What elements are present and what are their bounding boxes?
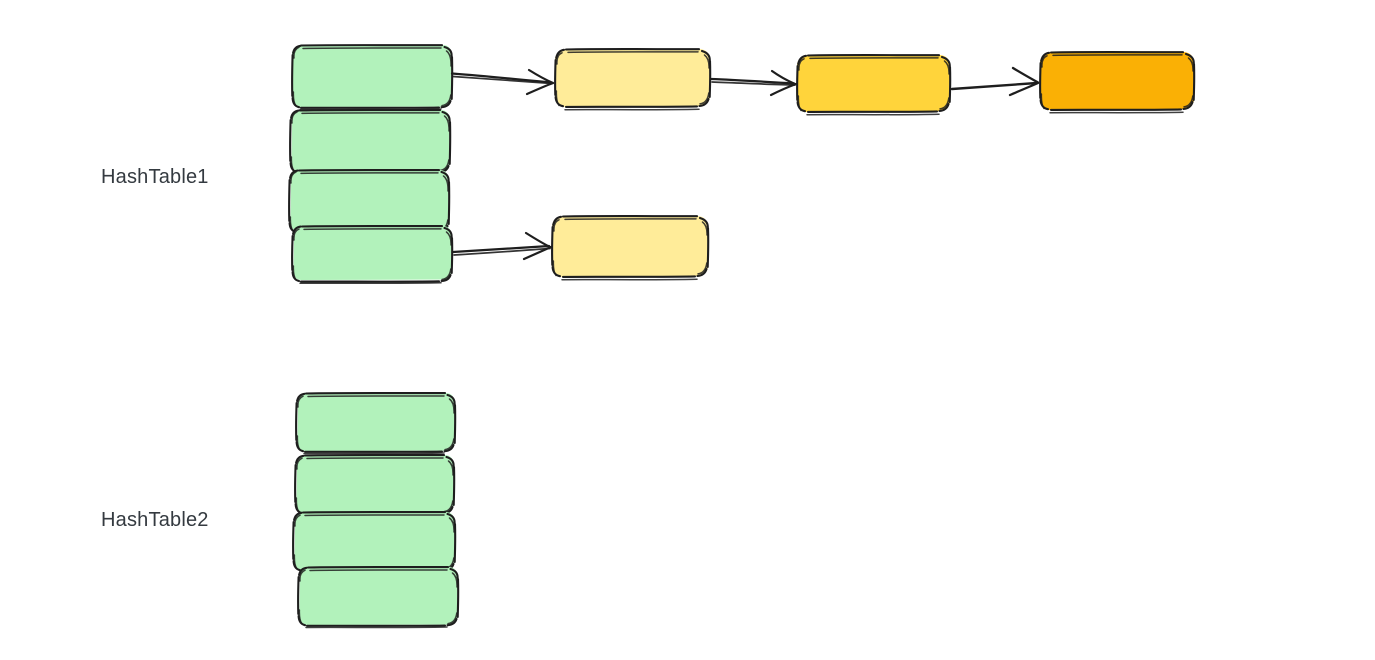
arrow-head-bottom: [522, 245, 553, 261]
bucket-ht2-2[interactable]: [292, 510, 457, 574]
node-outline-2: [555, 51, 710, 111]
bucket-fill: [296, 455, 454, 513]
node-outline-2: [1040, 54, 1194, 114]
arrow-head-bottom: [1008, 81, 1040, 97]
node-outline-2: [552, 218, 708, 281]
bucket-fill: [291, 110, 450, 171]
hashtable2-bucket-group: [292, 391, 460, 629]
bucket-ht2-1[interactable]: [294, 453, 456, 517]
bucket-ht1-2[interactable]: [288, 168, 451, 236]
arrow-shaft: [709, 77, 796, 85]
arrow-head-bottom: [769, 82, 798, 97]
arrow-shaft: [450, 72, 553, 84]
bucket-ht1-3[interactable]: [291, 224, 454, 285]
bucket-fill: [294, 512, 455, 570]
bucket-ht2-3[interactable]: [297, 565, 460, 629]
node-fill: [555, 49, 710, 107]
chain-node-1-light-yellow[interactable]: [554, 48, 712, 111]
arrow-shaft: [451, 244, 551, 254]
bucket-fill: [293, 226, 452, 280]
chain-node-2-yellow[interactable]: [796, 54, 952, 116]
bucket-ht1-0[interactable]: [291, 44, 454, 111]
hashtable2-label: HashTable2: [101, 509, 209, 531]
arrow-shaft-2: [711, 81, 796, 86]
node-fill: [552, 216, 708, 277]
bucket-fill: [292, 45, 452, 107]
arrow-shaft-2: [452, 75, 553, 85]
bucket-ht1-1[interactable]: [289, 108, 452, 176]
arrow-head-top: [1011, 66, 1040, 84]
arrow-bucket0-to-node1[interactable]: [450, 68, 555, 96]
arrow-shaft: [950, 81, 1039, 91]
bucket-fill: [290, 170, 449, 231]
hashtable1-bucket-group: [288, 44, 454, 285]
chain-node-3-orange[interactable]: [1039, 51, 1196, 114]
arrow-shaft-2: [453, 247, 551, 256]
chain-node-group: [551, 48, 1196, 281]
node-fill: [1040, 52, 1194, 110]
bucket-fill: [297, 393, 455, 451]
arrow-node1-to-node2[interactable]: [709, 69, 798, 97]
hashtable1-label: HashTable1: [101, 166, 209, 188]
arrow-head-top: [527, 68, 555, 85]
bucket-fill: [299, 567, 458, 625]
arrow-node2-to-node3[interactable]: [950, 66, 1040, 97]
arrow-bucket3-to-node4[interactable]: [451, 231, 553, 261]
arrow-head-top: [524, 231, 552, 249]
chain-node-4-light-yellow[interactable]: [551, 215, 710, 281]
bucket-outline-2: [292, 228, 452, 285]
node-fill: [797, 55, 950, 112]
bucket-outline-2: [296, 395, 455, 455]
arrow-head-top: [770, 69, 797, 86]
arrow-group: [450, 66, 1040, 261]
node-outline-2: [797, 57, 950, 116]
bucket-ht2-0[interactable]: [295, 391, 457, 455]
arrow-head-bottom: [525, 81, 555, 96]
bucket-outline-2: [298, 569, 458, 629]
